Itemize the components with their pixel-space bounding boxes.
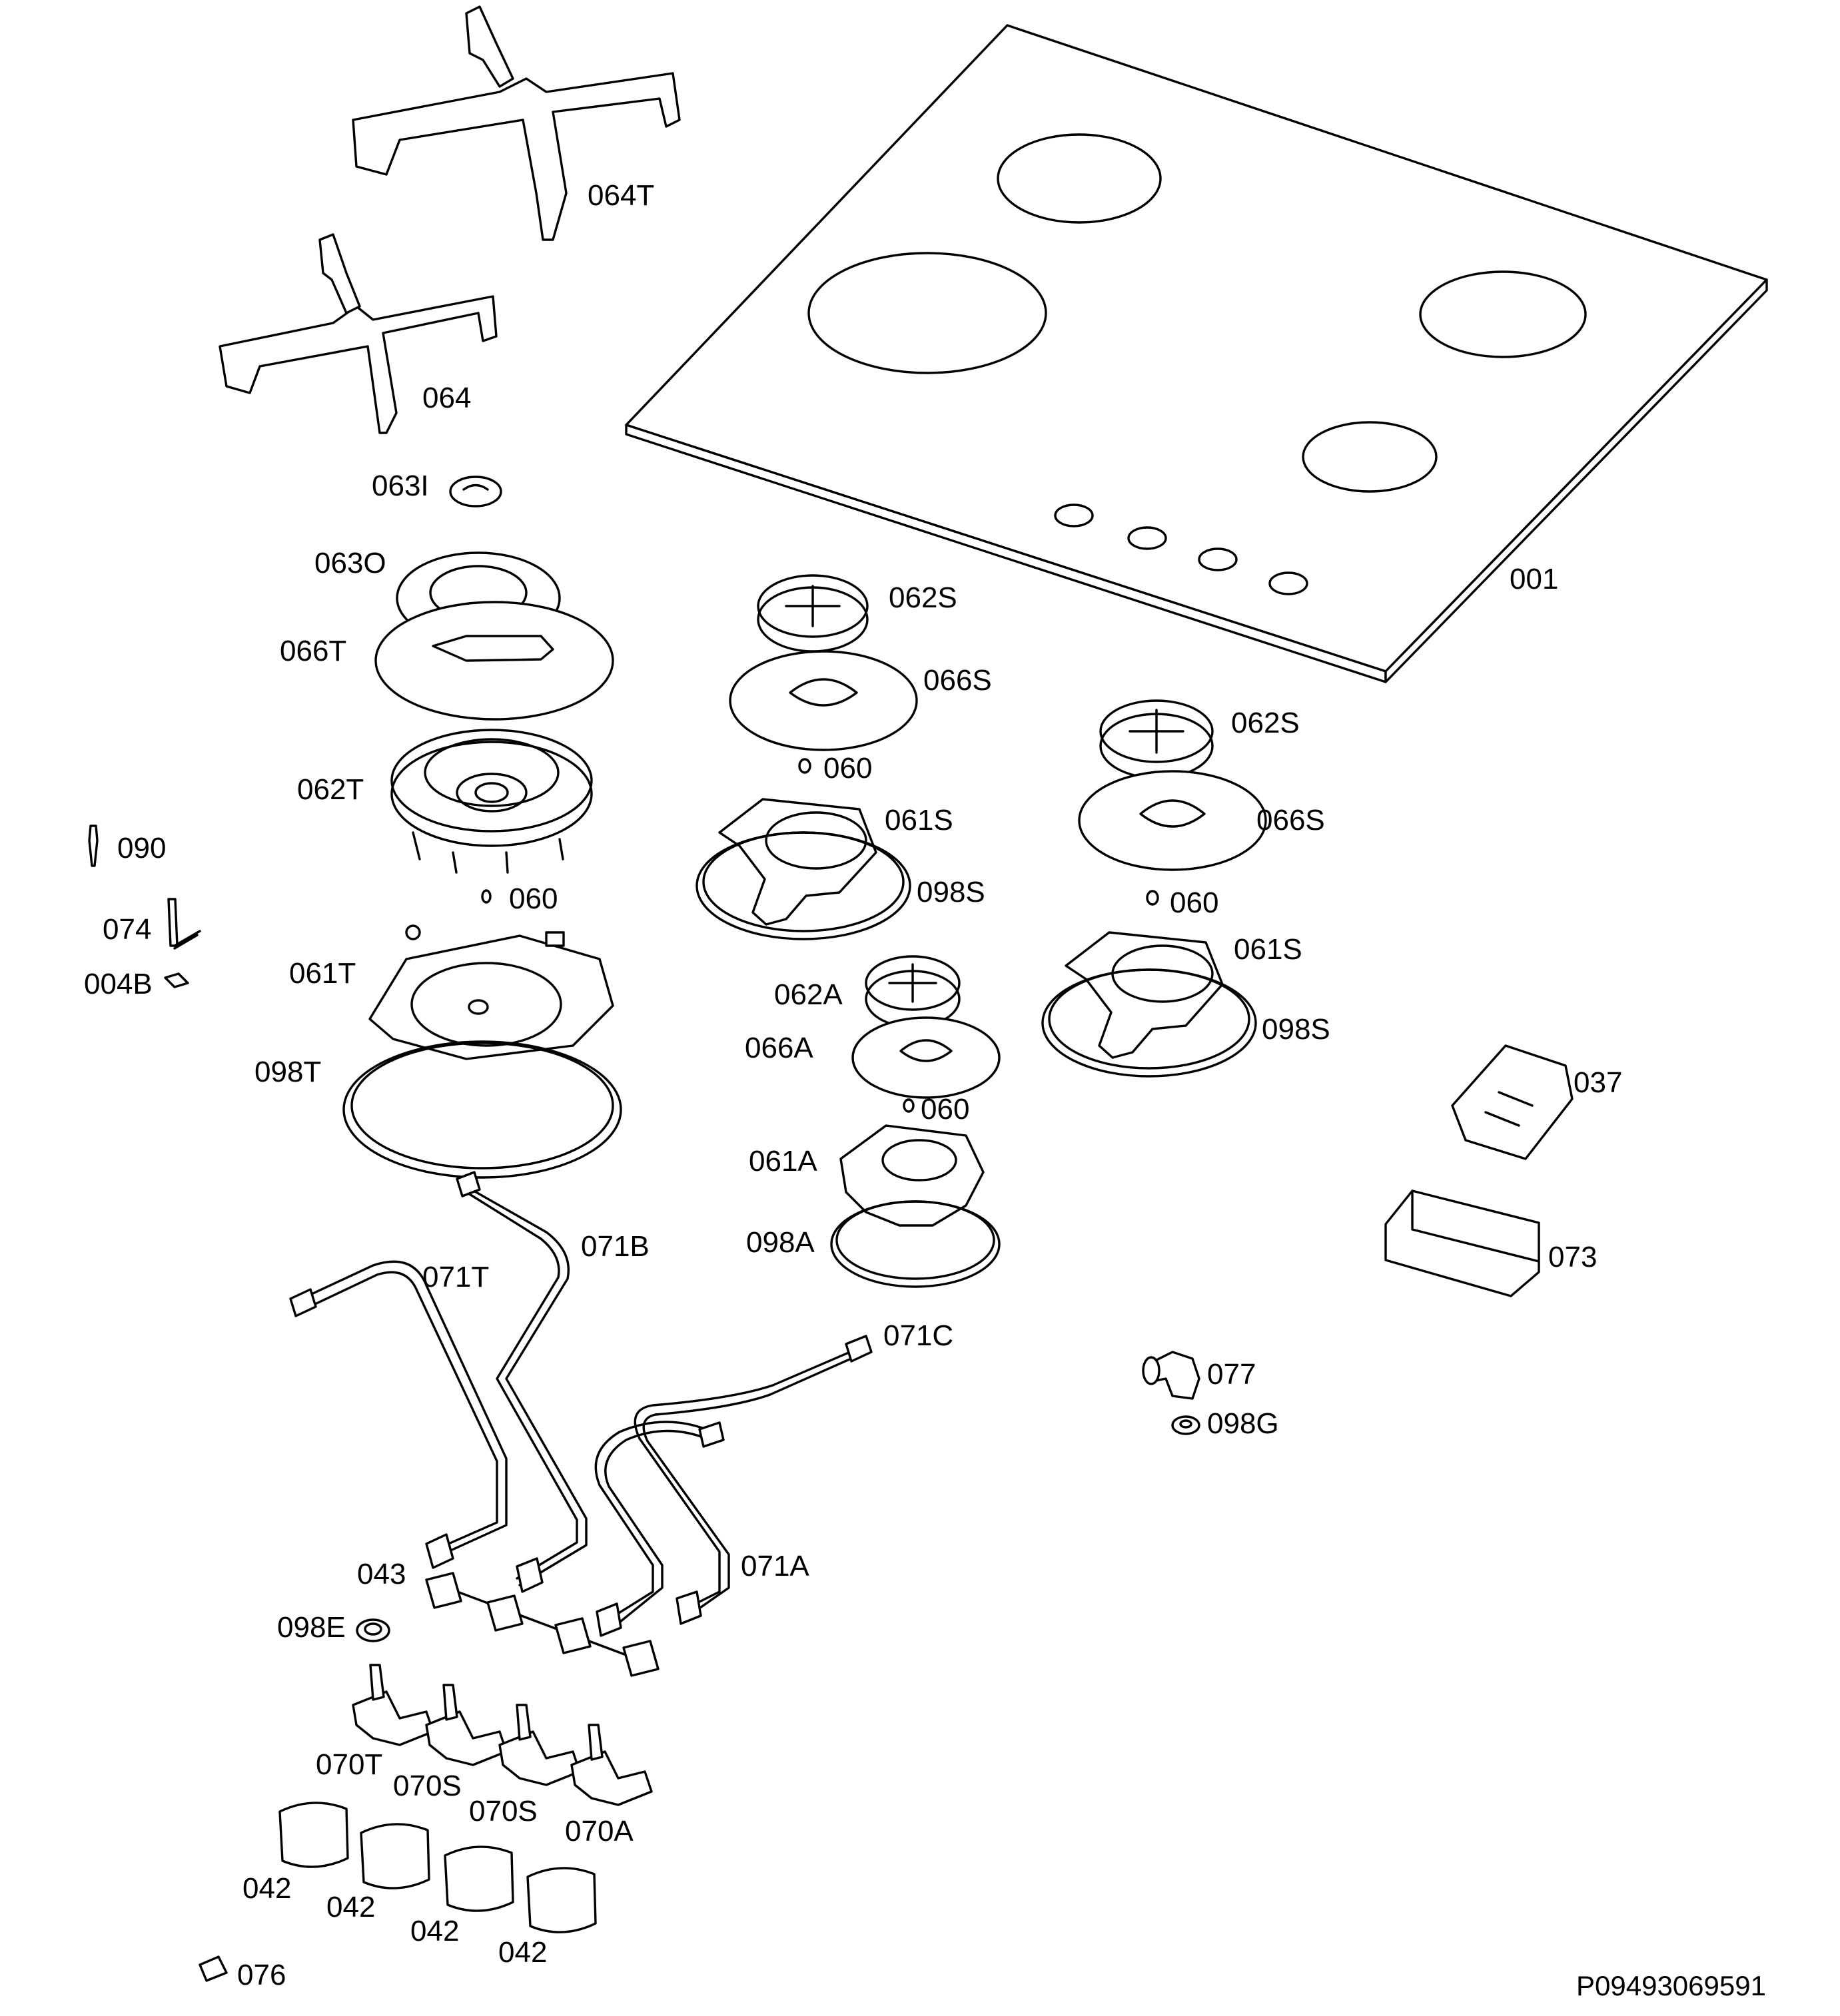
label-071A: 071A (741, 1550, 809, 1582)
label-098T: 098T (254, 1056, 321, 1088)
spark-generator-073 (1384, 1189, 1540, 1297)
label-098S-left: 098S (917, 876, 985, 908)
label-066T: 066T (280, 635, 346, 667)
label-060-right: 060 (1170, 886, 1218, 919)
label-042-third: 042 (410, 1915, 459, 1947)
label-070A: 070A (565, 1815, 634, 1848)
seal-098E (356, 1618, 390, 1642)
label-073: 073 (1548, 1241, 1597, 1273)
pan-support-large (352, 5, 681, 241)
label-060-triple: 060 (509, 882, 558, 915)
label-061A: 061A (749, 1145, 817, 1177)
label-077: 077 (1207, 1358, 1256, 1391)
label-061S-right: 061S (1234, 933, 1302, 966)
burner-semi-rapid-right (1041, 699, 1267, 1078)
label-062S-left: 062S (889, 581, 957, 614)
label-042-second: 042 (326, 1891, 375, 1923)
label-062T: 062T (297, 773, 364, 806)
label-043: 043 (357, 1558, 406, 1590)
label-063I: 063I (372, 470, 429, 502)
label-070S-left: 070S (393, 1770, 462, 1802)
spark-plug-090 (88, 825, 99, 867)
label-062A: 062A (774, 978, 843, 1011)
label-061T: 061T (289, 957, 356, 990)
label-090: 090 (117, 832, 166, 864)
label-071C: 071C (883, 1319, 953, 1352)
label-063O: 063O (314, 547, 386, 579)
label-070S-right: 070S (469, 1795, 538, 1828)
control-knobs (278, 1802, 597, 1933)
seal-098G (1171, 1415, 1200, 1435)
burner-triple-crown (342, 476, 622, 1179)
label-042-first: 042 (242, 1872, 291, 1905)
label-074: 074 (103, 913, 151, 946)
label-070T: 070T (316, 1748, 382, 1781)
thermocouple-074 (167, 898, 201, 950)
label-098A: 098A (746, 1226, 815, 1259)
gas-elbow-077 (1142, 1351, 1200, 1400)
label-037: 037 (1574, 1066, 1622, 1099)
burner-semi-rapid-left (695, 574, 918, 940)
label-071T: 071T (422, 1261, 489, 1293)
label-098E: 098E (277, 1611, 346, 1644)
label-060-aux: 060 (921, 1093, 969, 1126)
label-064T: 064T (588, 179, 654, 212)
label-076: 076 (237, 1959, 286, 1991)
burner-auxiliary (830, 955, 1001, 1288)
pan-support-small (219, 233, 498, 434)
label-066S-right: 066S (1256, 804, 1325, 837)
label-001: 001 (1510, 563, 1558, 595)
label-066S-left: 066S (923, 664, 992, 697)
label-004B: 004B (84, 968, 153, 1000)
label-060-left: 060 (823, 752, 872, 785)
ignition-switch-037 (1451, 1044, 1574, 1160)
clip-076 (199, 1955, 228, 1982)
label-064: 064 (422, 382, 471, 414)
label-061S-left: 061S (885, 804, 953, 837)
ignition-bar-043 (425, 1572, 660, 1677)
label-098S-right: 098S (1262, 1013, 1330, 1046)
label-098G: 098G (1207, 1407, 1279, 1440)
part-labels: 064T 064 063I 063O 066T 062T 090 074 004… (84, 179, 1766, 2001)
label-042-fourth: 042 (498, 1936, 547, 1969)
label-071B: 071B (581, 1230, 650, 1263)
hob-top-plate (625, 24, 1768, 683)
label-062S-right: 062S (1231, 707, 1300, 739)
gas-taps (352, 1664, 653, 1806)
clip-004B (164, 972, 189, 988)
drawing-code: P09493069591 (1576, 1970, 1766, 2001)
label-066A: 066A (745, 1032, 813, 1064)
gas-pipes (289, 1171, 873, 1637)
